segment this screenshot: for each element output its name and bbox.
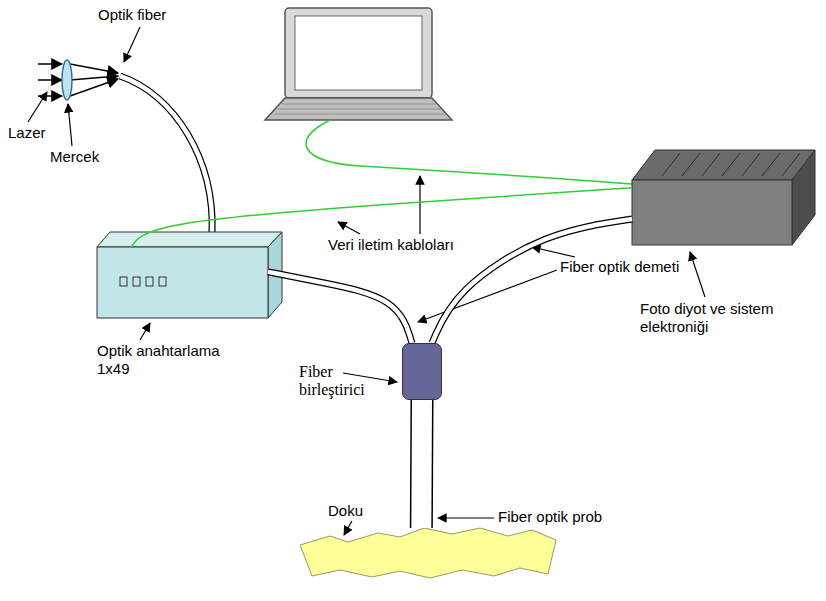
fiber-label: Optik fiber [98,6,208,24]
optical-fiber-core [120,76,212,233]
connector-stroke [410,400,434,528]
connector-stroke [411,400,432,528]
optical-switch-box: Optik anahtarlama 1x49 [97,247,268,318]
fiber-combiner: Fiber birleştirici [402,343,442,400]
laser-beams [38,64,118,96]
connector-stroke [432,219,632,343]
connector-stroke [432,219,632,343]
lens-label: Mercek [50,148,120,166]
connector-stroke [268,272,412,343]
tissue: Doku [298,528,556,578]
leader-lines [28,27,705,535]
laptop [265,8,452,120]
node-label: Doku [328,502,388,520]
connector-stroke [268,272,412,343]
cable-label: Veri iletim kabloları [328,236,498,254]
node-label: Fiber birleştirici [299,363,389,399]
photodiode-box [632,150,815,245]
lens [62,60,72,100]
tissue-shape [300,528,556,578]
fiber-bundle [268,272,412,343]
optical-fiber [120,76,212,233]
data-cable [306,120,632,184]
fiber-bundle [432,219,632,343]
node-label: Foto diyot ve sistem elektroniği [640,300,820,336]
switch-box [97,232,282,318]
probe-label: Fiber optik prob [498,508,638,526]
photodiode-box: Foto diyot ve sistem elektroniği [632,180,792,245]
node-label: Optik anahtarlama 1x49 [97,342,247,378]
fiber-bundle [421,400,423,528]
bundle-label: Fiber optik demeti [560,258,720,276]
laser-label: Lazer [8,124,68,142]
